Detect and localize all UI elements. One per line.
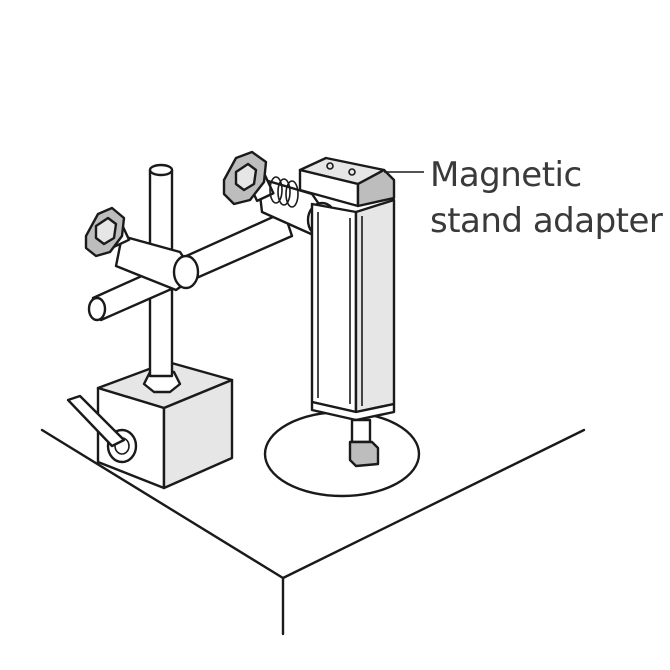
magnetic-base xyxy=(66,360,234,490)
callout-line-2: stand adapter xyxy=(430,201,663,241)
magnetic-stand-adapter xyxy=(298,156,424,208)
callout-label: Magnetic stand adapter xyxy=(430,152,663,244)
linear-gauge xyxy=(310,198,396,468)
table xyxy=(40,428,586,636)
callout-line-1: Magnetic xyxy=(430,155,582,195)
base-footprint xyxy=(263,410,421,498)
pillar-clamp xyxy=(84,206,200,292)
